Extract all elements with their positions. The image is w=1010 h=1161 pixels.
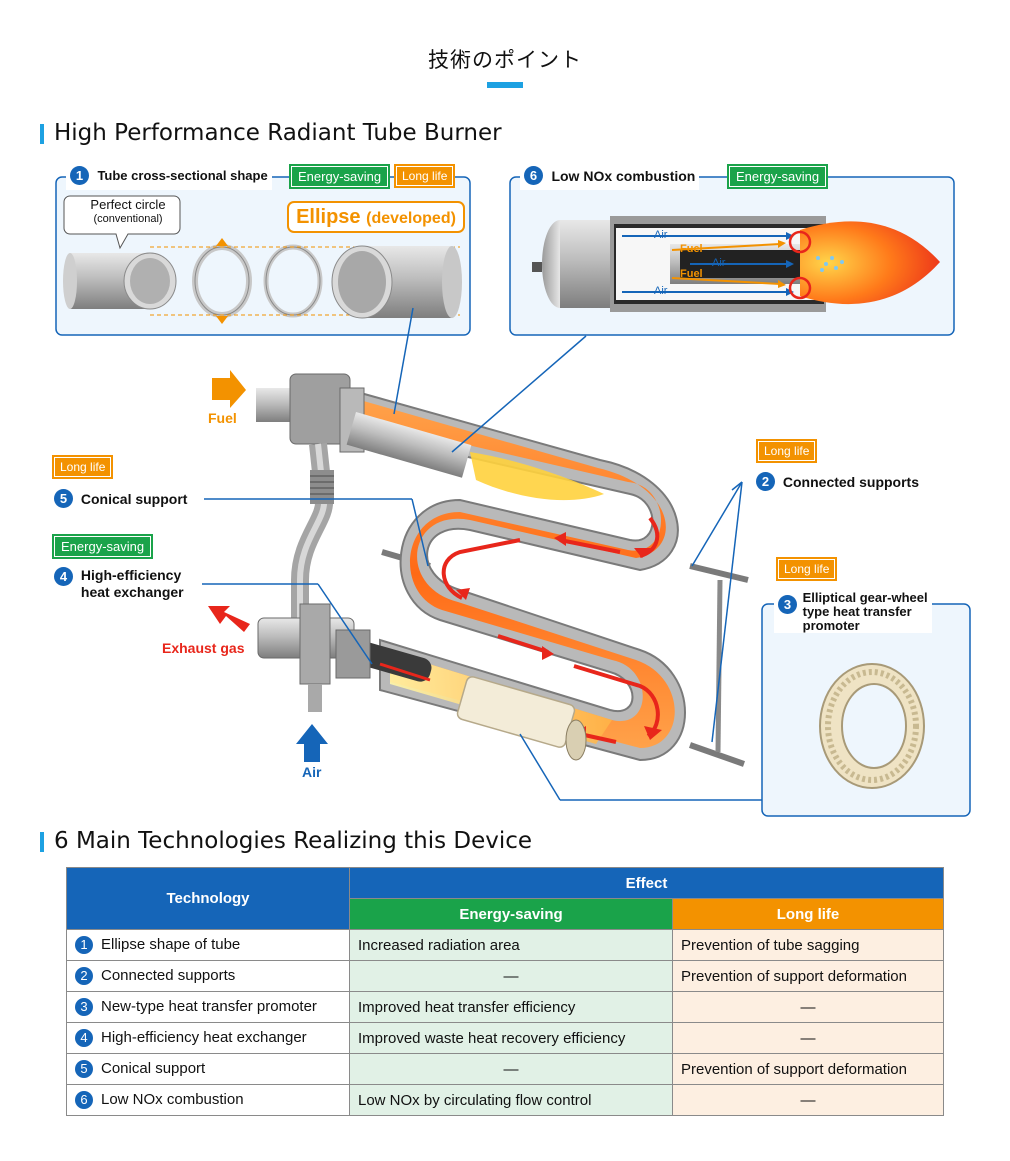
label-conical-support: 5 Conical support [54, 489, 187, 508]
callout1-title: Tube cross-sectional shape [97, 168, 268, 184]
section-marker [40, 124, 44, 144]
fuel-label: Fuel [208, 410, 237, 426]
callout3-header: 3 Elliptical gear-wheel type heat transf… [774, 591, 932, 633]
section-heading-burner: High Performance Radiant Tube Burner [40, 120, 560, 150]
header-effect: Effect [349, 867, 944, 899]
tag-energy-saving-6: Energy-saving [727, 164, 829, 189]
fuel-arrow [212, 370, 246, 408]
callout-heat-transfer-promoter [761, 603, 971, 817]
label-connected-supports: 2 Connected supports [756, 472, 919, 491]
tag-long-life-5: Long life [52, 455, 114, 479]
tag-long-life-3: Long life [776, 557, 838, 581]
header-long-life: Long life [672, 898, 944, 930]
air-label-bottom: Air [654, 285, 668, 297]
tag-long-life-2: Long life [756, 439, 818, 463]
callout6-title: Low NOx combustion [551, 167, 696, 184]
badge-6: 6 [524, 166, 543, 185]
callout1-header: 1 Tube cross-sectional shape [66, 166, 272, 190]
title-underline [487, 82, 523, 88]
air-arrow [296, 724, 328, 762]
exhaust-arrow [208, 606, 250, 632]
section-heading-technologies: 6 Main Technologies Realizing this Devic… [40, 828, 600, 858]
badge-1: 1 [70, 166, 89, 185]
section-heading-text: High Performance Radiant Tube Burner [54, 120, 502, 146]
tag-energy-saving-4: Energy-saving [52, 534, 154, 559]
air-label-top: Air [654, 229, 668, 241]
header-technology: Technology [66, 867, 350, 930]
callout-tube-shape [55, 176, 471, 336]
perfect-circle-label: Perfect circle (conventional) [90, 197, 166, 226]
label-heat-exchanger: 4 High-efficiency heat exchanger [54, 567, 184, 601]
fuel-label-bottom: Fuel [680, 268, 703, 280]
technologies-table: Technology Effect Energy-saving Long lif… [66, 867, 944, 1116]
section-heading-text: 6 Main Technologies Realizing this Devic… [54, 828, 533, 854]
section-marker [40, 832, 44, 852]
tag-energy-saving-1: Energy-saving [289, 164, 391, 189]
tag-long-life-1: Long life [394, 164, 456, 188]
exhaust-gas-label: Exhaust gas [162, 640, 245, 656]
page-title: 技術のポイント [428, 48, 582, 72]
callout6-header: 6 Low NOx combustion [520, 166, 700, 190]
callout-low-nox [509, 176, 955, 336]
header-energy-saving: Energy-saving [349, 898, 673, 930]
air-label: Air [302, 764, 322, 780]
burner-illustration [55, 176, 971, 817]
air-label-middle: Air [712, 257, 726, 269]
leader-lines [202, 307, 762, 801]
burner-head [256, 373, 472, 712]
ellipse-label: Ellipse (developed) [296, 206, 456, 228]
radiant-tube-body [349, 388, 749, 767]
fuel-label-top: Fuel [680, 243, 703, 255]
